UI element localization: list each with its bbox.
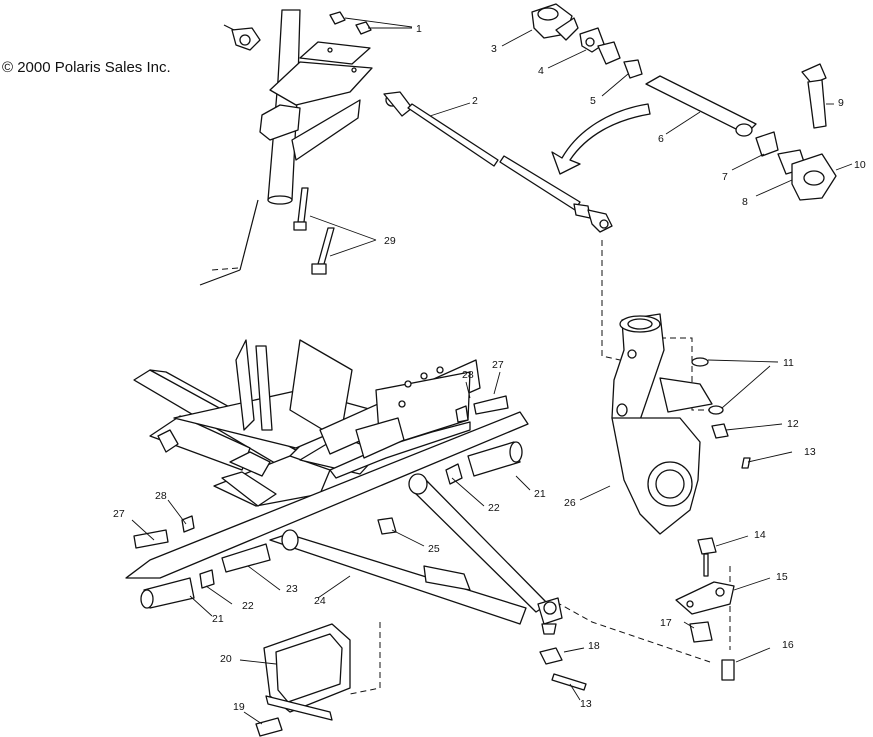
- callout-7: 7: [722, 171, 728, 183]
- callout-10: 10: [854, 159, 866, 171]
- callout-12: 12: [787, 418, 799, 430]
- pivot-tubes: [133, 395, 523, 609]
- callout-9: 9: [838, 97, 844, 109]
- callout-28-left: 28: [155, 490, 167, 502]
- callout-8: 8: [742, 196, 748, 208]
- callout-3: 3: [491, 43, 497, 55]
- callout-13-lower: 13: [580, 698, 592, 710]
- callout-20: 20: [220, 653, 232, 665]
- callout-4: 4: [538, 65, 544, 77]
- callout-27-left: 27: [113, 508, 125, 520]
- callout-24: 24: [314, 595, 326, 607]
- bolts-item-29: [293, 187, 377, 275]
- spindle-hardware: [539, 357, 793, 701]
- callout-27-top: 27: [492, 359, 504, 371]
- callout-23: 23: [286, 583, 298, 595]
- callout-6: 6: [658, 133, 664, 145]
- callout-13-upper: 13: [804, 446, 816, 458]
- callout-21-right: 21: [534, 488, 546, 500]
- callout-26: 26: [564, 497, 576, 509]
- callout-14: 14: [754, 529, 766, 541]
- callout-28-top: 28: [462, 369, 474, 381]
- alignment-dashes: [211, 240, 731, 695]
- frame-section: [133, 339, 481, 507]
- callout-11: 11: [783, 357, 794, 369]
- steering-post: [199, 9, 373, 286]
- skid-plate-item-20: [239, 623, 351, 737]
- callout-21-left: 21: [212, 613, 224, 625]
- direction-arrow: [551, 103, 651, 175]
- callout-16: 16: [782, 639, 794, 651]
- spindle-item-26: [579, 313, 713, 535]
- leader-lines-bottom: [131, 371, 531, 617]
- callout-25: 25: [428, 543, 440, 555]
- callout-5: 5: [590, 95, 596, 107]
- callout-22-left: 22: [242, 600, 254, 612]
- callout-1: 1: [416, 23, 422, 35]
- callout-2: 2: [472, 95, 478, 107]
- callout-18: 18: [588, 640, 600, 652]
- copyright-text: © 2000 Polaris Sales Inc.: [2, 59, 171, 76]
- callout-29: 29: [384, 235, 396, 247]
- nut-item-1: [329, 11, 413, 35]
- callout-labels: 1 2 3 4 5 6 7 8 9 10 11 12 13 13 14 15 1…: [113, 23, 866, 713]
- leader-lines-top-right: [501, 29, 853, 197]
- callout-15: 15: [776, 571, 788, 583]
- a-arm-assembly: [125, 411, 563, 635]
- callout-17: 17: [660, 617, 672, 629]
- tie-rod-item-2: [383, 91, 613, 233]
- callout-19: 19: [233, 701, 245, 713]
- tie-rod-end-parts: [531, 3, 837, 201]
- callout-22-right: 22: [488, 502, 500, 514]
